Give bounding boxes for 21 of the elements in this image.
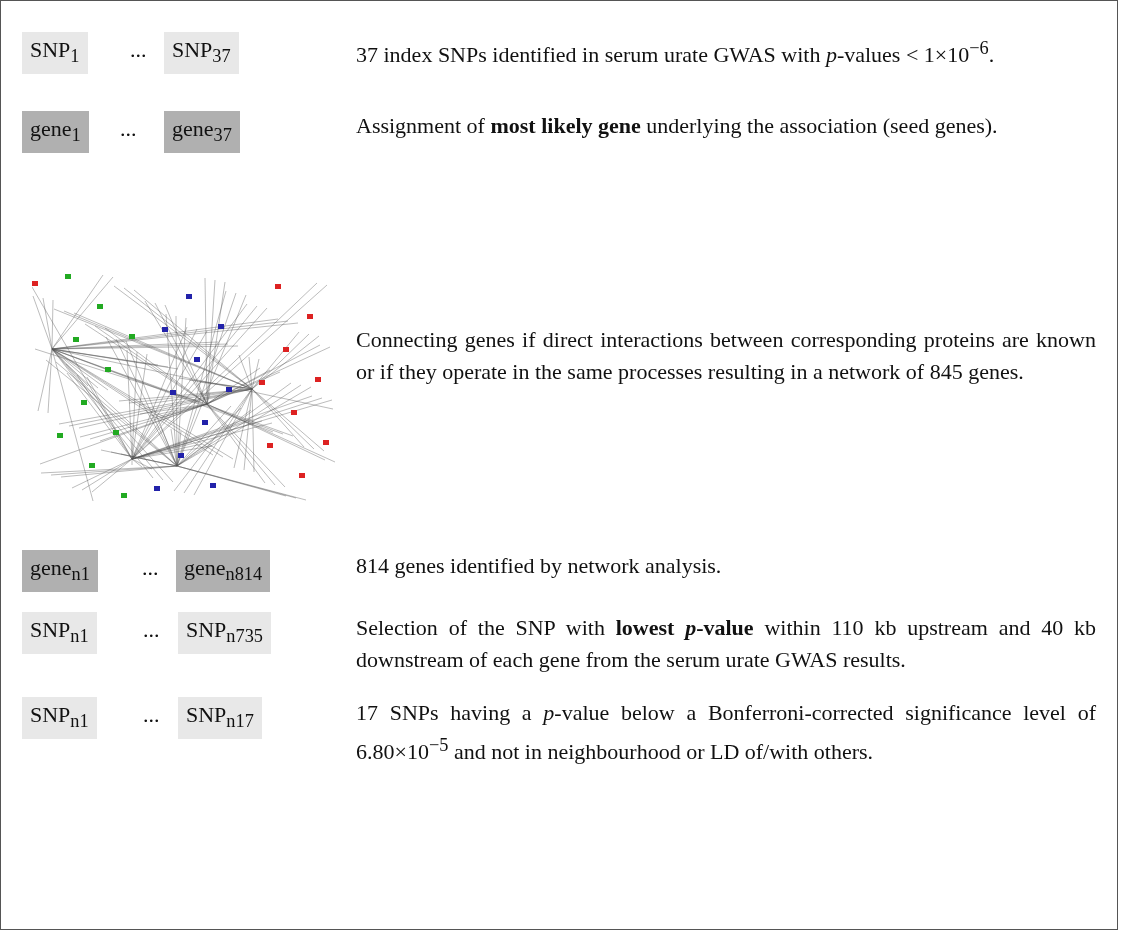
term-box: gene$_{37}$ [164, 111, 240, 154]
term-box: SNP$_{n1}$ [22, 697, 97, 740]
description-text: Assignment of most likely gene underlying the association (seed genes). [356, 112, 999, 140]
description-text: 37 index SNPs identified in serum urate GWAS with p-values < 1×10$^{−6}$. [356, 37, 996, 70]
ellipsis-text: ... [130, 36, 147, 64]
ellipsis-text: ... [143, 616, 160, 644]
ellipsis-text: ... [142, 554, 159, 582]
term-box: SNP$_{n735}$ [178, 612, 271, 655]
description-text: 17 SNPs having a p-value below a Bonferroni-corrected significance level of 6.80×10$^{−5}$ and not in neighbourhood or LD of/with others. [356, 699, 1096, 767]
description-text: Connecting genes if direct interactions between corresponding proteins are known or if they operate in the same processes resulting in a network of 845 genes. [356, 326, 1096, 386]
term-box: SNP$_{37}$ [164, 32, 239, 75]
term-box: SNP$_{1}$ [22, 32, 88, 75]
term-box: gene$_{n1}$ [22, 550, 98, 593]
term-box: SNP$_{n1}$ [22, 612, 97, 655]
term-box: gene$_{1}$ [22, 111, 89, 154]
term-box: gene$_{n814}$ [176, 550, 271, 593]
description-text: 814 genes identified by network analysis. [356, 552, 723, 580]
description-text: Selection of the SNP with lowest p-value within 110 kb upstream and 40 kb downstream of each gene from the serum urate GWAS results. [356, 614, 1096, 674]
term-box: SNP$_{n17}$ [178, 697, 262, 740]
ellipsis-text: ... [143, 701, 160, 729]
ellipsis-text: ... [120, 115, 137, 143]
